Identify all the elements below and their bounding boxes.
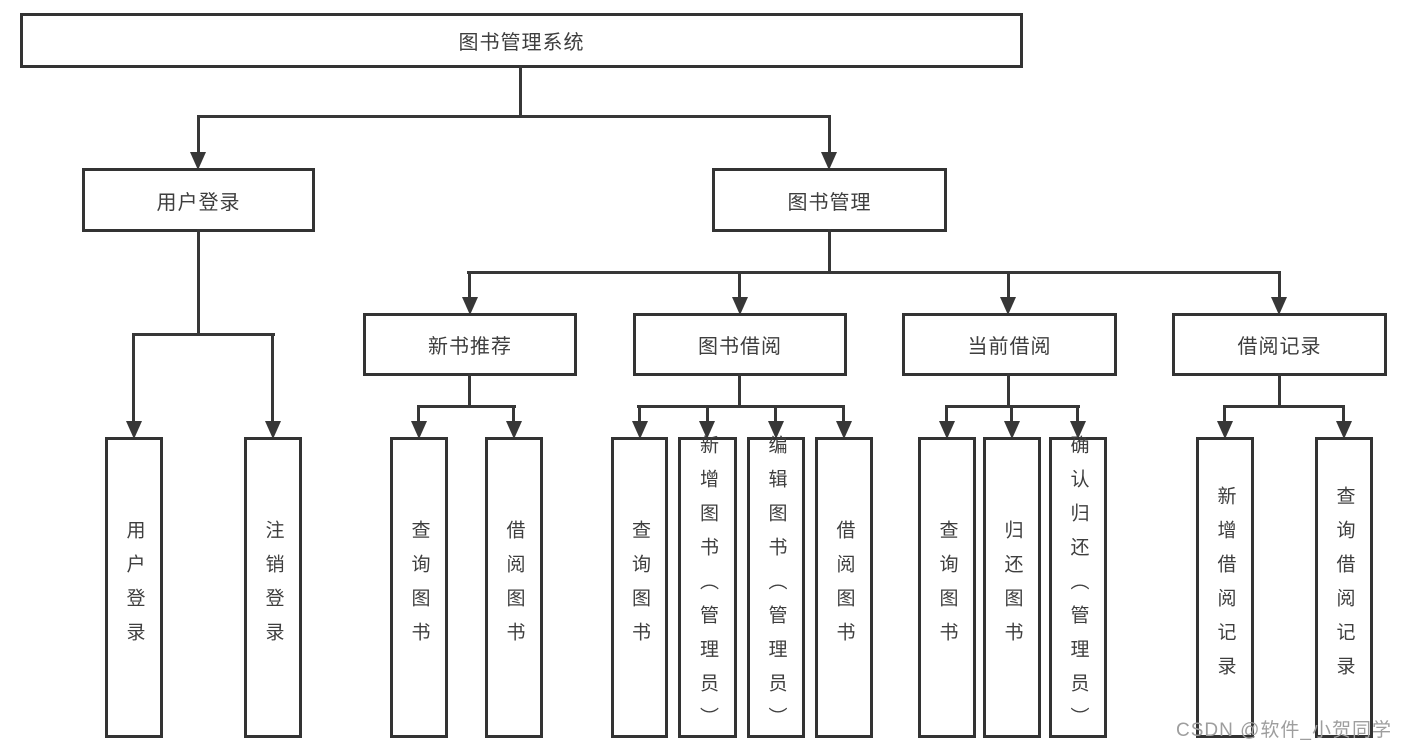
leaf-current-return-books: 归还图书 — [983, 437, 1041, 738]
connector-leaf-drop — [945, 405, 948, 423]
leaf-label: 编辑图书（管理员） — [765, 434, 787, 741]
leaf-label: 借阅图书 — [503, 519, 525, 656]
connector-recommend-branch — [417, 405, 516, 408]
connector-leaf-drop — [512, 405, 515, 423]
connector-current-drop — [1007, 271, 1010, 299]
connector-records-stem — [1278, 373, 1281, 408]
arrow-down-icon — [821, 152, 837, 170]
arrow-down-icon — [190, 152, 206, 170]
connector-leaf-drop — [842, 405, 845, 423]
connector-book-mgmt-drop — [828, 115, 831, 154]
node-label: 新书推荐 — [428, 336, 512, 358]
connector-borrowing-branch — [637, 405, 845, 408]
arrow-down-icon — [732, 297, 748, 315]
node-label: 用户登录 — [156, 191, 241, 214]
node-label: 图书管理系统 — [458, 32, 585, 54]
leaf-label: 查询借阅记录 — [1333, 485, 1355, 690]
leaf-label: 用户登录 — [123, 519, 145, 656]
leaf-label: 查询图书 — [936, 519, 958, 656]
connector-leaf-drop — [1010, 405, 1013, 423]
connector-borrowing-stem — [738, 373, 741, 408]
leaf-records-query-record: 查询借阅记录 — [1315, 437, 1373, 738]
leaf-current-query-books: 查询图书 — [918, 437, 976, 738]
arrow-down-icon — [1000, 297, 1016, 315]
connector-leaf-drop — [1223, 405, 1226, 423]
arrow-down-icon — [939, 421, 955, 439]
leaf-recommend-borrow-books: 借阅图书 — [485, 437, 543, 738]
node-user-login: 用户登录 — [82, 168, 315, 232]
arrow-down-icon — [1004, 421, 1020, 439]
connector-user-login-drop — [197, 115, 200, 154]
connector-level3-branch — [467, 271, 1281, 274]
arrow-down-icon — [265, 421, 281, 439]
connector-leaf-drop — [1076, 405, 1079, 423]
arrow-down-icon — [699, 421, 715, 439]
connector-leaf-drop — [706, 405, 709, 423]
leaf-borrowing-query-books: 查询图书 — [611, 437, 668, 738]
arrow-down-icon — [1070, 421, 1086, 439]
connector-leaf-drop — [132, 333, 135, 423]
arrow-down-icon — [1271, 297, 1287, 315]
connector-mgmt-stem — [828, 229, 831, 274]
arrow-down-icon — [632, 421, 648, 439]
connector-leaf-drop — [638, 405, 641, 423]
leaf-label: 借阅图书 — [833, 519, 855, 656]
arrow-down-icon — [1336, 421, 1352, 439]
node-label: 图书借阅 — [698, 336, 782, 358]
leaf-label: 查询图书 — [629, 519, 650, 656]
connector-records-branch — [1223, 405, 1345, 408]
node-borrowing-records: 借阅记录 — [1172, 313, 1387, 376]
csdn-watermark: CSDN @软件_小贺同学 — [1176, 720, 1392, 741]
node-new-book-recommend: 新书推荐 — [363, 313, 577, 376]
leaf-label: 注销登录 — [262, 519, 284, 656]
leaf-logout-login: 注销登录 — [244, 437, 302, 738]
connector-level2-branch — [197, 115, 831, 118]
connector-recommend-drop — [468, 271, 471, 299]
connector-records-drop — [1278, 271, 1281, 299]
connector-root-stem — [519, 66, 522, 118]
arrow-down-icon — [126, 421, 142, 439]
node-library-management-system: 图书管理系统 — [20, 13, 1023, 68]
arrow-down-icon — [462, 297, 478, 315]
leaf-borrowing-edit-books-admin: 编辑图书（管理员） — [747, 434, 805, 741]
arrow-down-icon — [411, 421, 427, 439]
node-book-management: 图书管理 — [712, 168, 947, 232]
leaf-label: 新增借阅记录 — [1214, 485, 1236, 690]
leaf-label: 确认归还（管理员） — [1067, 434, 1089, 741]
connector-leaf-drop — [774, 405, 777, 423]
node-current-borrowing: 当前借阅 — [902, 313, 1117, 376]
node-label: 图书管理 — [787, 191, 872, 214]
leaf-recommend-query-books: 查询图书 — [390, 437, 448, 738]
leaf-current-confirm-return-admin: 确认归还（管理员） — [1049, 434, 1107, 741]
leaf-borrowing-add-books-admin: 新增图书（管理员） — [678, 434, 737, 741]
arrow-down-icon — [1217, 421, 1233, 439]
leaf-borrowing-borrow-books: 借阅图书 — [815, 437, 873, 738]
connector-user-branch — [132, 333, 275, 336]
leaf-label: 查询图书 — [408, 519, 430, 656]
connector-recommend-stem — [468, 373, 471, 408]
leaf-label: 新增图书（管理员） — [697, 434, 718, 741]
connector-leaf-drop — [417, 405, 420, 423]
node-book-borrowing: 图书借阅 — [633, 313, 847, 376]
arrow-down-icon — [836, 421, 852, 439]
connector-borrowing-drop — [738, 271, 741, 299]
node-label: 当前借阅 — [967, 336, 1052, 358]
node-label: 借阅记录 — [1237, 336, 1322, 358]
connector-current-stem — [1007, 373, 1010, 408]
connector-leaf-drop — [1342, 405, 1345, 423]
arrow-down-icon — [506, 421, 522, 439]
connector-leaf-drop — [271, 333, 274, 423]
leaf-label: 归还图书 — [1001, 519, 1023, 656]
leaf-user-login: 用户登录 — [105, 437, 163, 738]
leaf-records-add-record: 新增借阅记录 — [1196, 437, 1254, 738]
arrow-down-icon — [768, 421, 784, 439]
connector-user-stem — [197, 229, 200, 335]
